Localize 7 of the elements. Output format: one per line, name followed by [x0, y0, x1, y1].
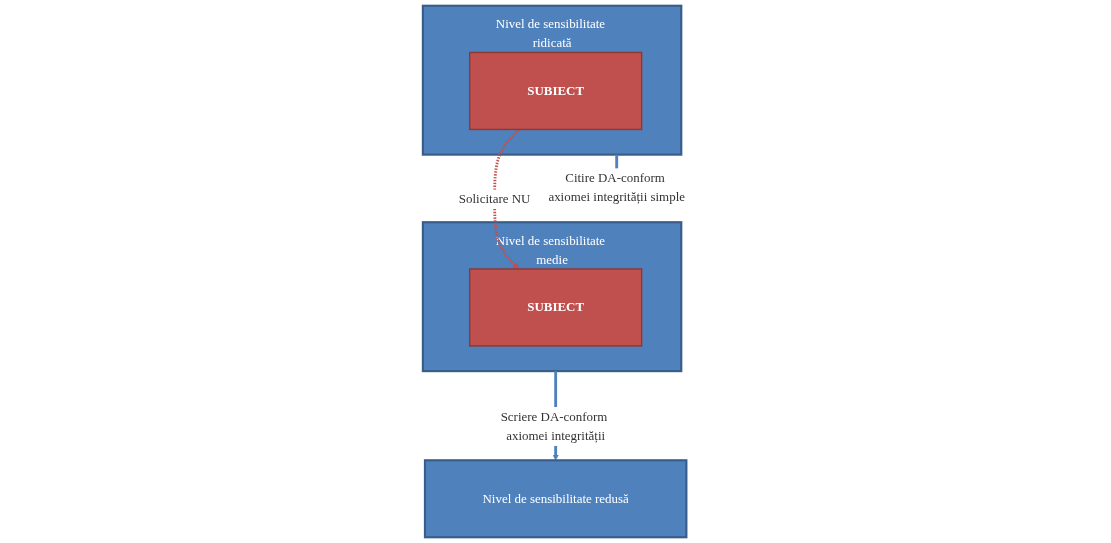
edge-label: Citire DA-conform axiomei integrității simple: [548, 170, 685, 205]
edge-label: Solicitare NU: [458, 191, 531, 207]
node-box: SUBIECT: [468, 268, 643, 347]
node-box: Nivel de sensibilitate redusă: [423, 459, 688, 539]
arrow: [492, 128, 520, 270]
node-box: SUBIECT: [468, 51, 643, 131]
edge-label: Scriere DA-conform axiomei integrității: [500, 409, 608, 444]
